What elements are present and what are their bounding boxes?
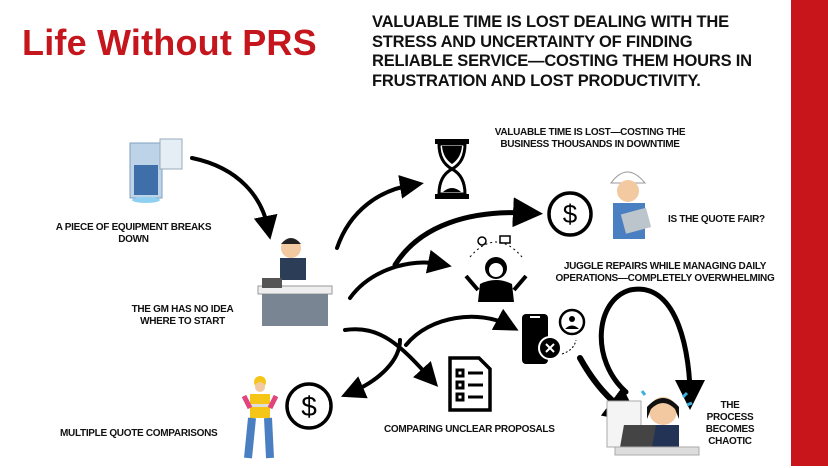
checklist-document-icon — [447, 355, 493, 413]
overwhelmed-worker-at-laptop-icon — [605, 385, 705, 463]
phone-call-declined-icon — [520, 306, 586, 366]
broken-water-tank-icon — [128, 135, 188, 205]
svg-text:$: $ — [301, 391, 317, 422]
page-subtitle: VALUABLE TIME IS LOST DEALING WITH THE S… — [372, 13, 752, 90]
arrow-gm-to-juggle — [348, 249, 452, 300]
stressed-manager-at-desk-icon — [256, 234, 336, 329]
arrow-to-phone — [404, 308, 519, 347]
technician-with-tablet-icon — [605, 165, 653, 240]
juggling-woman-icon — [460, 232, 532, 302]
arrow-gm-to-hourglass — [335, 175, 424, 250]
label-unclear-proposals: COMPARING UNCLEAR PROPOSALS — [384, 424, 555, 435]
label-gm-no-idea: THE GM HAS NO IDEA WHERE TO START — [131, 304, 234, 327]
hourglass-icon — [433, 138, 471, 200]
brand-side-band — [791, 0, 828, 466]
arrow-gm-to-quote — [392, 197, 543, 268]
label-process-chaotic: THE PROCESS BECOMES CHAOTIC — [705, 400, 755, 447]
page-title: Life Without PRS — [22, 22, 317, 63]
label-downtime: VALUABLE TIME IS LOST—COSTING THE BUSINE… — [494, 127, 686, 150]
arrow-gm-to-proposals — [343, 327, 439, 387]
arrow-equipment-to-gm — [190, 156, 278, 240]
label-equipment-breaks: A PIECE OF EQUIPMENT BREAKS DOWN — [55, 222, 212, 245]
arrow-gm-to-quotes — [340, 338, 402, 399]
label-juggle-repairs: JUGGLE REPAIRS WHILE MANAGING DAILY OPER… — [555, 261, 775, 284]
label-quote-fair: IS THE QUOTE FAIR? — [668, 214, 765, 225]
dollar-circle-icon: $ — [546, 190, 594, 238]
svg-text:$: $ — [563, 199, 578, 229]
arrow-loop-chaos — [598, 286, 705, 410]
label-multiple-quotes: MULTIPLE QUOTE COMPARISONS — [60, 428, 218, 439]
construction-worker-icon — [241, 374, 279, 460]
dollar-circle-icon: $ — [284, 381, 334, 431]
